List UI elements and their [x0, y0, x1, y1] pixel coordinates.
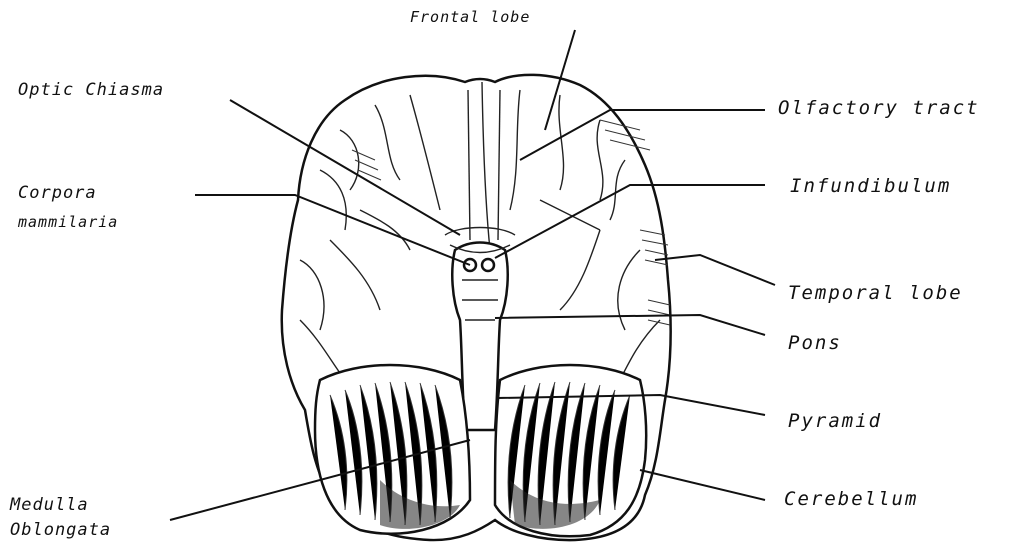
leader-temporal-lobe: [655, 255, 775, 285]
label-optic-chiasma: Optic Chiasma: [18, 80, 164, 100]
label-medulla-line2: Oblongata: [10, 520, 111, 540]
leader-cerebellum: [640, 470, 765, 500]
label-corpora-line1: Corpora: [18, 183, 97, 203]
label-pyramid: Pyramid: [788, 410, 882, 432]
mammillary-body-right: [482, 259, 494, 271]
label-temporal-lobe: Temporal lobe: [788, 282, 963, 304]
label-cerebellum: Cerebellum: [784, 488, 918, 510]
label-olfactory-tract: Olfactory tract: [778, 97, 980, 119]
label-pons: Pons: [788, 332, 842, 354]
label-medulla-line1: Medulla: [10, 495, 89, 515]
label-corpora-line2: mammilaria: [18, 213, 118, 231]
label-infundibulum: Infundibulum: [790, 175, 951, 197]
label-frontal-lobe: Frontal lobe: [410, 8, 530, 26]
